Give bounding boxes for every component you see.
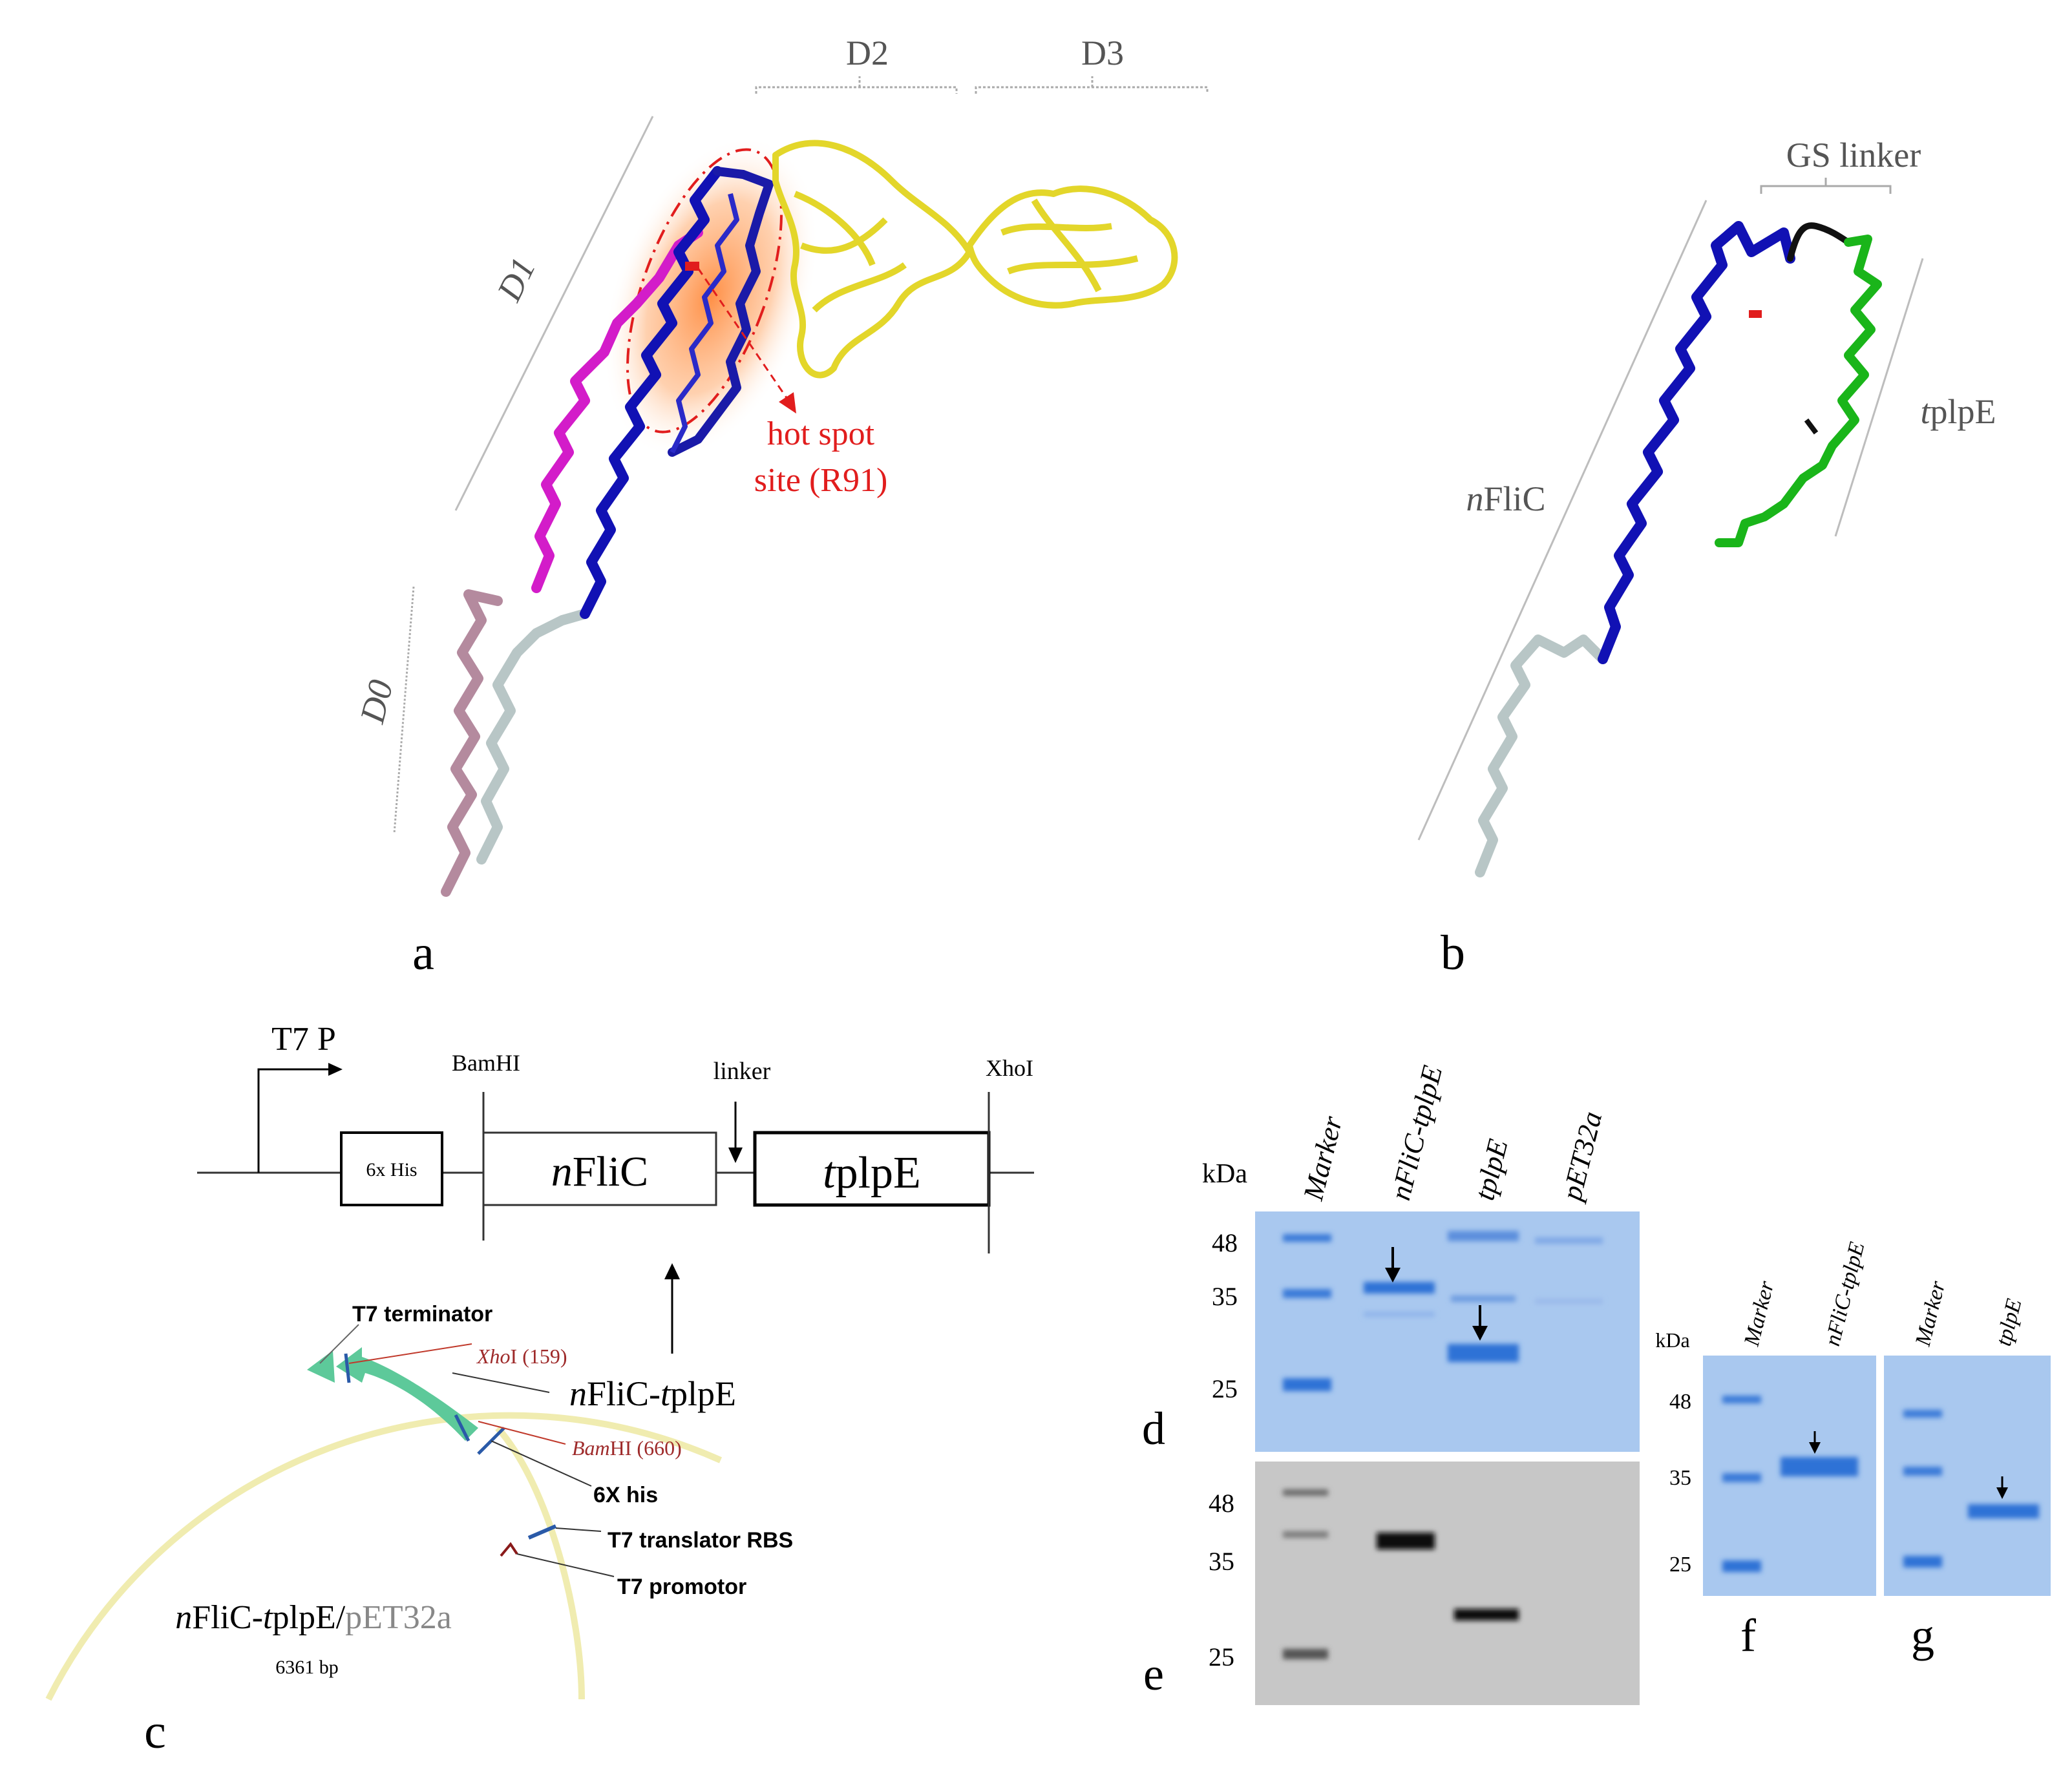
gel-d bbox=[1255, 1211, 1640, 1452]
hotspot-arrow bbox=[697, 267, 790, 401]
his-tag-box bbox=[340, 1131, 443, 1206]
svg-text:nFliC: nFliC bbox=[551, 1148, 648, 1195]
plasmid-size: 6361 bp bbox=[275, 1657, 339, 1678]
hotspot-label-1: hot spot bbox=[767, 415, 875, 452]
map-xhoi: XhoI (159) bbox=[476, 1345, 567, 1368]
panel-e-letter: e bbox=[1143, 1648, 1164, 1700]
d0-chain-pink bbox=[441, 589, 503, 897]
panel-g-letter: g bbox=[1911, 1609, 1934, 1661]
d0-bracket: D0 bbox=[352, 586, 415, 834]
svg-text:D2: D2 bbox=[846, 34, 889, 72]
gs-linker-bracket bbox=[1760, 178, 1892, 194]
b-black-end bbox=[1804, 418, 1819, 435]
b-tplpe-helix bbox=[1715, 235, 1882, 547]
linker-label: linker bbox=[714, 1058, 771, 1085]
plasmid-name: nFliC-tplpE/pET32a bbox=[175, 1599, 452, 1636]
nflic-bracket-line bbox=[1417, 200, 1707, 841]
gel-e bbox=[1255, 1462, 1640, 1705]
hotspot-label-2: site (R91) bbox=[754, 462, 888, 499]
panel-d-letter: d bbox=[1142, 1403, 1165, 1454]
t7-terminator-arrow bbox=[307, 1350, 335, 1383]
d1-helix-blue-1 bbox=[580, 166, 723, 619]
lane-label-marker: Marker bbox=[1297, 1113, 1349, 1204]
map-t7-promotor: T7 promotor bbox=[617, 1575, 746, 1599]
svg-text:D0: D0 bbox=[352, 676, 400, 728]
hotspot-residue bbox=[685, 262, 699, 271]
svg-text:6x His: 6x His bbox=[366, 1159, 417, 1180]
t7-promoter-label: T7 P bbox=[271, 1021, 336, 1058]
panel-c: T7 P 6x His BamHI nFliC linker tplpE Xho… bbox=[45, 1021, 1034, 1759]
d1-helix-magenta bbox=[531, 227, 703, 593]
gel-e-bands bbox=[1283, 1489, 1519, 1659]
gel-f-25: 25 bbox=[1669, 1553, 1691, 1577]
tplpe-bracket-line bbox=[1834, 258, 1924, 537]
panel-f-g: kDa Marker nFliC-tplpE Marker tplpE 48 3… bbox=[1655, 1239, 2051, 1661]
gel-e-48: 48 bbox=[1209, 1489, 1234, 1518]
gel-d-25: 25 bbox=[1212, 1374, 1238, 1403]
panel-b: GS linker nFliC tplpE b bbox=[1417, 136, 1996, 980]
tplpe-label: tplpE bbox=[1920, 392, 1996, 431]
hotspot-arrowhead bbox=[779, 392, 796, 414]
lane-f-marker: Marker bbox=[1740, 1278, 1779, 1349]
lane-label-nflic-tplpe: nFliC-tplpE bbox=[1384, 1062, 1448, 1203]
kda-label-f: kDa bbox=[1655, 1328, 1689, 1352]
gel-f-35: 35 bbox=[1669, 1466, 1691, 1490]
kda-label: kDa bbox=[1202, 1159, 1247, 1189]
nflic-box bbox=[482, 1131, 717, 1206]
d2-bracket: D2 bbox=[755, 34, 958, 94]
d1-helix-blue-2 bbox=[668, 167, 774, 457]
gel-e-25: 25 bbox=[1209, 1642, 1234, 1672]
gel-d-35: 35 bbox=[1212, 1282, 1238, 1311]
map-t7-terminator: T7 terminator bbox=[352, 1302, 492, 1326]
lane-g-marker: Marker bbox=[1911, 1278, 1950, 1349]
gel-d-bands bbox=[1283, 1231, 1603, 1391]
panel-a: hot spot site (R91) D0 D1 D2 D3 a bbox=[352, 34, 1209, 980]
gel-f-bands bbox=[1722, 1396, 1858, 1572]
panel-f-letter: f bbox=[1740, 1609, 1756, 1661]
hotspot-ellipse bbox=[626, 148, 783, 434]
d1-helix-blue-3 bbox=[670, 193, 739, 454]
d2-domain bbox=[772, 140, 973, 379]
panel-c-letter: c bbox=[144, 1704, 166, 1759]
svg-text:D3: D3 bbox=[1081, 34, 1124, 72]
gel-g-bands bbox=[1903, 1410, 2039, 1567]
lane-label-pet32a: pET32a bbox=[1555, 1108, 1608, 1205]
bamhi-label: BamHI bbox=[452, 1050, 520, 1076]
lane-f-nflic-tplpe: nFliC-tplpE bbox=[1821, 1239, 1870, 1348]
svg-text:tplpE: tplpE bbox=[823, 1148, 921, 1198]
panel-d-e: kDa Marker nFliC-tplpE tplpE pET32a 48 3… bbox=[1142, 1062, 1640, 1705]
gel-d-48: 48 bbox=[1212, 1228, 1238, 1257]
b-grey-tail bbox=[1475, 634, 1608, 877]
nflic-tplpe-gene-arrow bbox=[336, 1347, 478, 1441]
b-gs-linker bbox=[1787, 222, 1852, 262]
panel-b-letter: b bbox=[1441, 926, 1465, 980]
d0-chain-grey bbox=[476, 609, 590, 865]
gel-d-arrows bbox=[1385, 1247, 1488, 1341]
gel-f-48: 48 bbox=[1669, 1390, 1691, 1414]
map-6x-his: 6X his bbox=[593, 1483, 658, 1507]
d3-domain bbox=[966, 185, 1178, 309]
plasmid-circle-right bbox=[495, 1425, 585, 1700]
d3-bracket: D3 bbox=[975, 34, 1209, 94]
panel-a-letter: a bbox=[412, 926, 434, 980]
tplpe-box bbox=[753, 1131, 991, 1207]
svg-text:D1: D1 bbox=[489, 251, 543, 308]
map-rbs: T7 translator RBS bbox=[608, 1528, 793, 1553]
b-nflic-helix bbox=[1598, 221, 1795, 664]
gs-linker-label: GS linker bbox=[1786, 136, 1921, 174]
construct-label: nFliC-tplpE bbox=[569, 1374, 736, 1413]
t7-promoter-arrow bbox=[257, 1068, 333, 1173]
gel-e-35: 35 bbox=[1209, 1547, 1234, 1576]
map-bamhi: BamHI (660) bbox=[572, 1436, 682, 1460]
lane-label-tplpe: tplpE bbox=[1468, 1136, 1514, 1203]
nflic-label: nFliC bbox=[1466, 479, 1545, 518]
plasmid-circle bbox=[45, 1412, 723, 1701]
xhoi-label: XhoI bbox=[986, 1055, 1033, 1081]
b-red-residue bbox=[1749, 310, 1762, 318]
lane-g-tplpe: tplpE bbox=[1992, 1296, 2027, 1348]
